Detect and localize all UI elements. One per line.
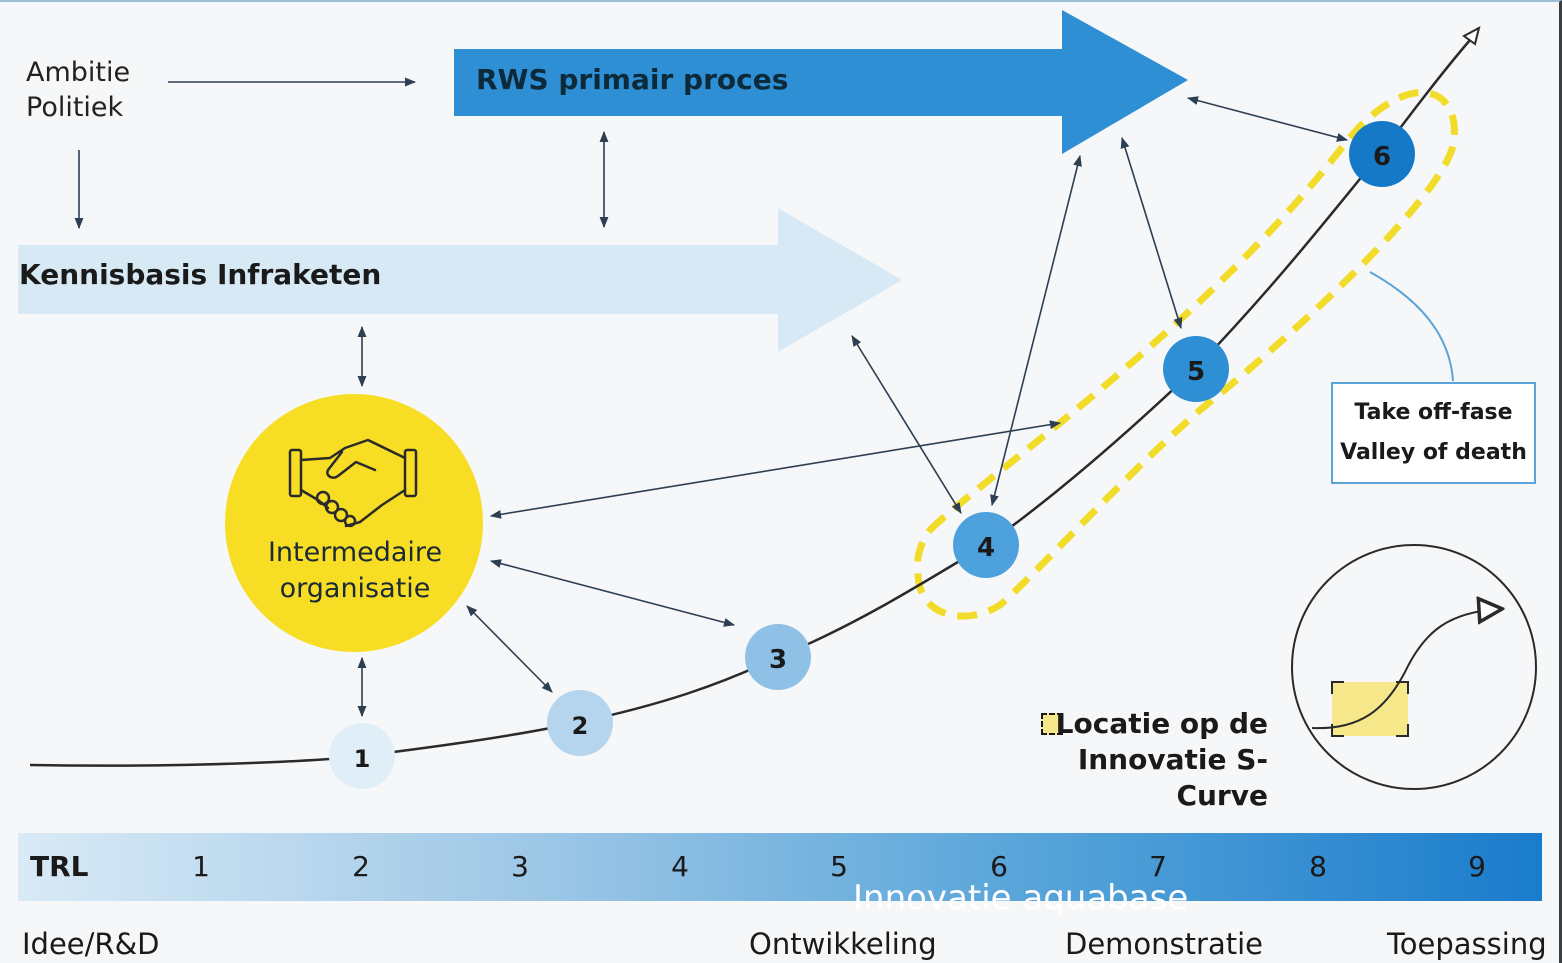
trl-level-5: 5 [830,850,848,883]
arrow-rws-node5 [1120,136,1183,330]
trl-level-1: 1 [192,850,210,883]
node-5: 5 [1163,336,1229,402]
intermediary-line2: organisatie [279,573,431,604]
trl-level-6: 6 [990,850,1008,883]
node-6: 6 [1349,121,1415,187]
handshake-icon [288,438,418,528]
node-6-label: 6 [1373,142,1391,172]
node-3-label: 3 [769,645,787,675]
node-1-label: 1 [354,745,371,773]
trl-level-8: 8 [1309,850,1327,883]
connector-arrows [74,77,1349,718]
kennisbasis-arrow [18,208,902,352]
trl-label: TRL [30,850,89,883]
trl-level-3: 3 [511,850,529,883]
callout-connector [1369,271,1454,382]
arrow-kennis-node4 [851,335,962,514]
intermediary-label: Intermedaire organisatie [228,535,482,607]
phase-demonstratie: Demonstratie [1065,927,1263,961]
node-5-label: 5 [1187,357,1205,387]
phase-toepassing: Toepassing [1387,927,1547,961]
trl-level-9: 9 [1468,850,1486,883]
arrow-rws-node6 [1186,96,1349,142]
node-4-label: 4 [977,533,995,563]
node-2-label: 2 [572,712,589,740]
watermark-text: Innovatie aquabase [853,878,1189,918]
arrow-intermediary-node3 [489,559,736,627]
ambitie-politiek-text: Ambitie Politiek [26,55,130,125]
intermediary-line1: Intermedaire [267,537,443,568]
arrow-rws-node4 [990,154,1082,507]
legend-line2: Innovatie S-Curve [1077,743,1268,812]
kennisbasis-label: Kennisbasis Infraketen [19,258,382,291]
phase-idee: Idee/R&D [22,927,160,961]
takeoff-line1: Take off-fase [1354,400,1513,425]
node-3: 3 [745,624,811,690]
node-4: 4 [953,512,1019,578]
rws-process-label: RWS primair proces [476,63,789,96]
politiek-label: Politiek [26,92,124,123]
rws-process-arrow [454,10,1188,154]
node-1: 1 [329,723,395,789]
phase-ontwikkeling: Ontwikkeling [749,927,937,961]
trl-level-4: 4 [671,850,689,883]
node-2: 2 [547,690,613,756]
takeoff-line2: Valley of death [1340,440,1527,465]
mini-s-curve-legend [1291,544,1537,790]
trl-scale-bar [18,833,1542,901]
trl-level-7: 7 [1149,850,1167,883]
takeoff-callout: Take off-fase Valley of death [1331,382,1536,484]
legend-line1: Locatie op de [1055,707,1268,740]
s-curve-arrowhead [1462,26,1481,46]
location-marker-icon [1041,713,1063,735]
arrow-intermediary-highlight [489,420,1062,519]
legend-label: Locatie op de Innovatie S-Curve [1012,706,1268,814]
trl-level-2: 2 [352,850,370,883]
valley-of-death-highlight [914,89,1458,620]
arrow-intermediary-node2 [466,605,553,693]
ambitie-label: Ambitie [26,57,131,88]
